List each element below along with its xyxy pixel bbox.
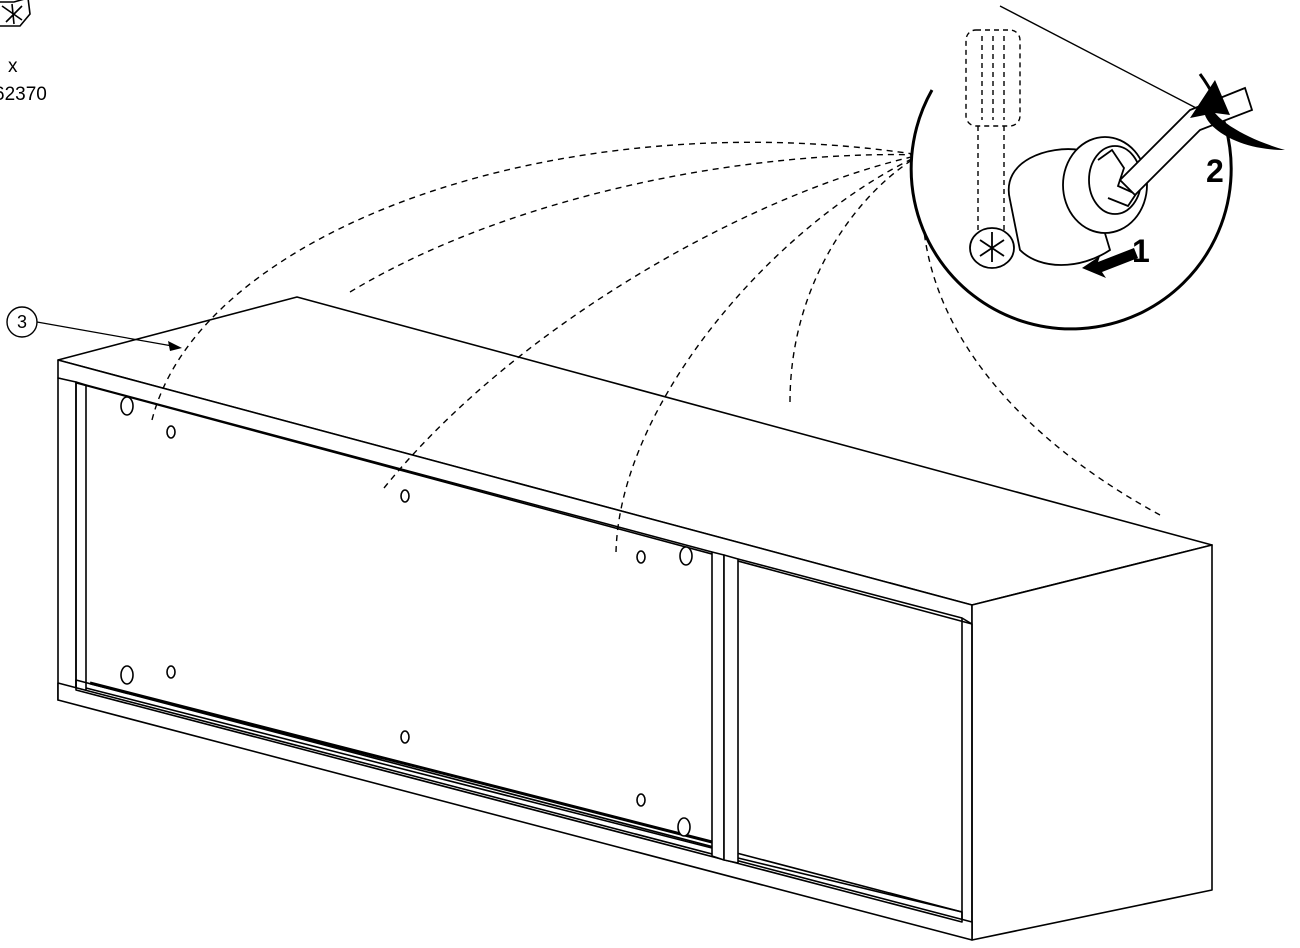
step-2-label: 2 (1206, 153, 1224, 189)
screw-hole (166, 425, 176, 439)
hint-part-number: 62370 (0, 84, 47, 105)
back-panel-bottom-line (85, 687, 713, 849)
back-panel-top-line (85, 384, 713, 553)
middle-divider-front (723, 554, 739, 864)
screwdriver-icon (1118, 86, 1254, 197)
rotate-arrow-icon (1190, 80, 1285, 150)
bottom-rail-inner (75, 679, 963, 923)
hint-quantity: x (8, 56, 18, 77)
screw-hole (166, 665, 176, 679)
detail-view: 2 1 (909, 5, 1285, 331)
push-arrow-icon (1082, 248, 1138, 278)
cam-hole (679, 546, 693, 566)
leader-arcs (151, 141, 1161, 553)
top-panel (57, 296, 1213, 606)
right-side-panel (971, 544, 1213, 941)
left-upright-inner (75, 381, 87, 693)
cam-holes (120, 396, 693, 837)
screw-hole (636, 793, 646, 807)
cam-lock-face (1062, 136, 1148, 234)
step-1-label: 1 (1132, 233, 1150, 269)
right-bay-top-line (737, 558, 963, 619)
part-hint: x 62370 (0, 0, 47, 105)
part-callout: 3 (6, 306, 182, 351)
bottom-rail (57, 682, 973, 941)
cabinet (57, 296, 1213, 941)
star-screwdriver-icon (0, 0, 31, 27)
screw-hole (400, 730, 410, 744)
part-number-label: 3 (17, 312, 27, 332)
bottom-shadow-line (89, 681, 713, 844)
cam-hole (120, 665, 134, 685)
right-bay-bottom-line (737, 857, 963, 913)
right-side-inner (961, 617, 973, 936)
middle-divider (711, 551, 725, 861)
cam-hole (677, 817, 691, 837)
screw-hole (636, 550, 646, 564)
left-upright (57, 377, 77, 701)
screw-hole (400, 489, 410, 503)
cam-hole (120, 396, 134, 416)
